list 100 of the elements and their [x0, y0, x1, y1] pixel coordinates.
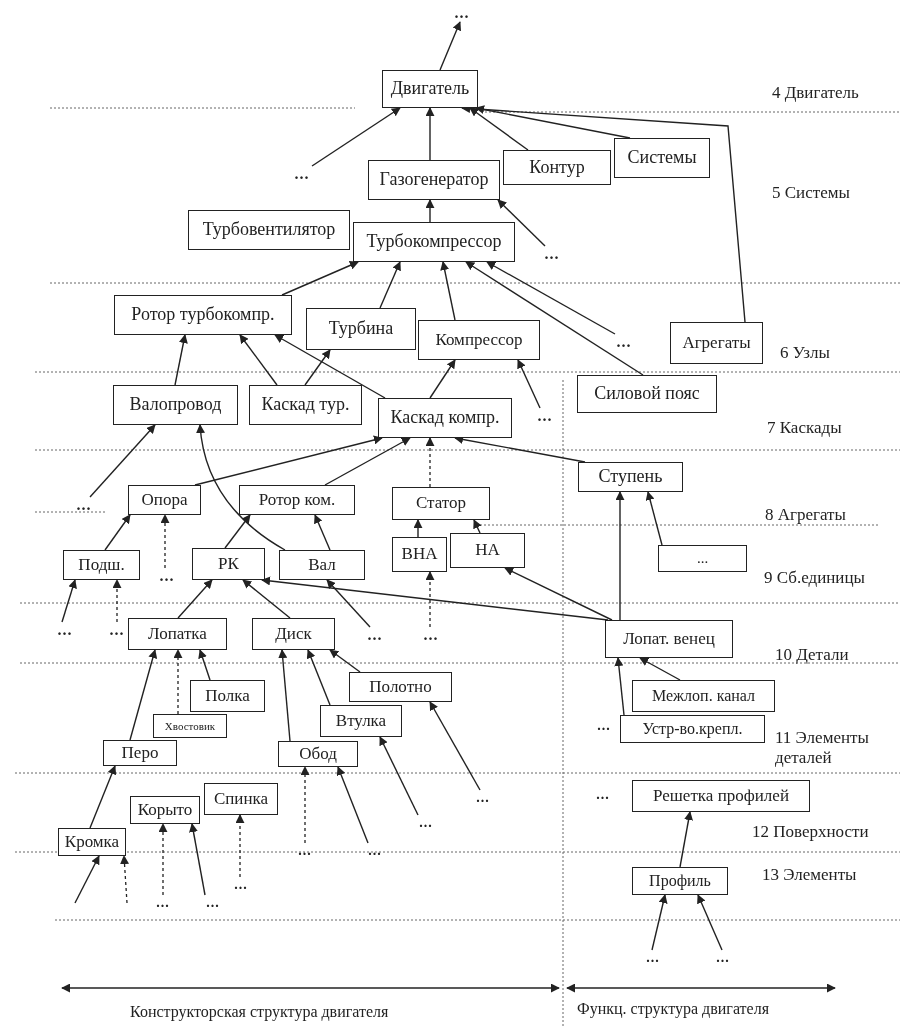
component-box: Хвостовик [153, 714, 227, 738]
level-label: 11 Элементы деталей [775, 728, 870, 768]
arrow [224, 514, 251, 549]
component-box: Вал [279, 550, 365, 580]
arrow [174, 334, 188, 386]
arrow [475, 105, 631, 139]
arrow [497, 199, 546, 247]
component-box: ... [658, 545, 747, 572]
component-box: Каскад тур. [249, 385, 362, 425]
ellipsis-label: ... [152, 568, 182, 584]
arrow [129, 649, 158, 741]
ellipsis-label: ... [468, 790, 498, 806]
component-box: Подш. [63, 550, 140, 580]
component-box: Компрессор [418, 320, 540, 360]
arrow [194, 435, 383, 486]
arrow [425, 571, 435, 628]
ellipsis-label: ... [445, 4, 479, 22]
component-box: Полка [190, 680, 265, 712]
ellipsis-label: ... [360, 843, 390, 859]
component-box: Силовой пояс [577, 375, 717, 413]
arrow [473, 519, 482, 534]
component-box: Турбина [306, 308, 416, 350]
arrow [645, 491, 663, 546]
ellipsis-label: ... [148, 895, 178, 911]
component-box: Обод [278, 741, 358, 767]
arrow [329, 649, 361, 673]
arrow [89, 424, 156, 498]
level-label: 8 Агрегаты [765, 505, 846, 525]
arrow [651, 894, 668, 951]
ellipsis-label: ... [290, 843, 320, 859]
component-box: Кромка [58, 828, 126, 856]
component-box: Лопат. венец [605, 620, 733, 658]
component-box: Межлоп. канал [632, 680, 775, 712]
component-box: Турбовентилятор [188, 210, 350, 250]
arrow [89, 765, 117, 829]
arrow [379, 261, 401, 309]
component-box: Полотно [349, 672, 452, 702]
arrow [274, 334, 386, 399]
arrow [440, 261, 456, 321]
component-box: Перо [103, 740, 177, 766]
arrow [306, 649, 331, 706]
arrow [74, 855, 100, 904]
level-label: 10 Детали [775, 645, 849, 665]
arrow [413, 519, 423, 538]
level-label: 7 Каскады [767, 418, 842, 438]
arrow [326, 579, 371, 628]
component-box: Газогенератор [368, 160, 500, 200]
component-box: Системы [614, 138, 710, 178]
arrow [639, 657, 681, 681]
component-box: Двигатель [382, 70, 478, 108]
arrow [504, 567, 613, 621]
arrow [336, 766, 369, 844]
component-box: Устр-во.крепл. [620, 715, 765, 743]
ellipsis-label: ... [538, 246, 566, 262]
arrow [120, 855, 129, 904]
arrow [517, 359, 541, 409]
level-label: 4 Двигатель [772, 83, 859, 103]
level-label: 9 Сб.единицы [764, 568, 865, 588]
component-box: Лопатка [128, 618, 227, 650]
ellipsis-label: ... [68, 497, 100, 513]
arrow [697, 894, 723, 951]
component-box: Агрегаты [670, 322, 763, 364]
arrow [679, 811, 693, 868]
level-label: 6 Узлы [780, 343, 830, 363]
component-box: Ротор ком. [239, 485, 355, 515]
component-box: Ступень [578, 462, 683, 492]
arrow [311, 107, 401, 167]
arrow [486, 261, 616, 335]
ellipsis-label: ... [608, 334, 640, 350]
ellipsis-label: ... [360, 627, 390, 643]
section-caption: Функц. структура двигателя [577, 1000, 769, 1019]
component-box: Турбокомпрессор [353, 222, 515, 262]
ellipsis-label: ... [590, 718, 618, 734]
component-box: Решетка профилей [632, 780, 810, 812]
ellipsis-label: ... [530, 408, 560, 424]
arrow [242, 579, 291, 619]
ellipsis-label: ... [416, 627, 446, 643]
level-label: 13 Элементы [762, 865, 857, 885]
arrow [439, 21, 462, 71]
arrow [104, 514, 131, 551]
arrow [425, 199, 435, 223]
arrow [281, 261, 359, 296]
component-box: ВНА [392, 537, 447, 572]
arrow [429, 701, 481, 791]
arrow [425, 437, 435, 488]
level-label: 5 Системы [772, 183, 850, 203]
component-box: Валопровод [113, 385, 238, 425]
ellipsis-label: ... [198, 895, 228, 911]
arrow [429, 359, 456, 399]
arrow [314, 514, 331, 551]
arrow [425, 107, 435, 161]
arrow [173, 649, 183, 715]
arrow [177, 579, 213, 619]
ellipsis-label: ... [226, 877, 256, 893]
arrow [158, 823, 168, 896]
ellipsis-label: ... [588, 787, 618, 803]
arrow [198, 649, 211, 681]
arrow [239, 334, 278, 386]
arrow [615, 491, 625, 621]
component-box: Каскад компр. [378, 398, 512, 438]
